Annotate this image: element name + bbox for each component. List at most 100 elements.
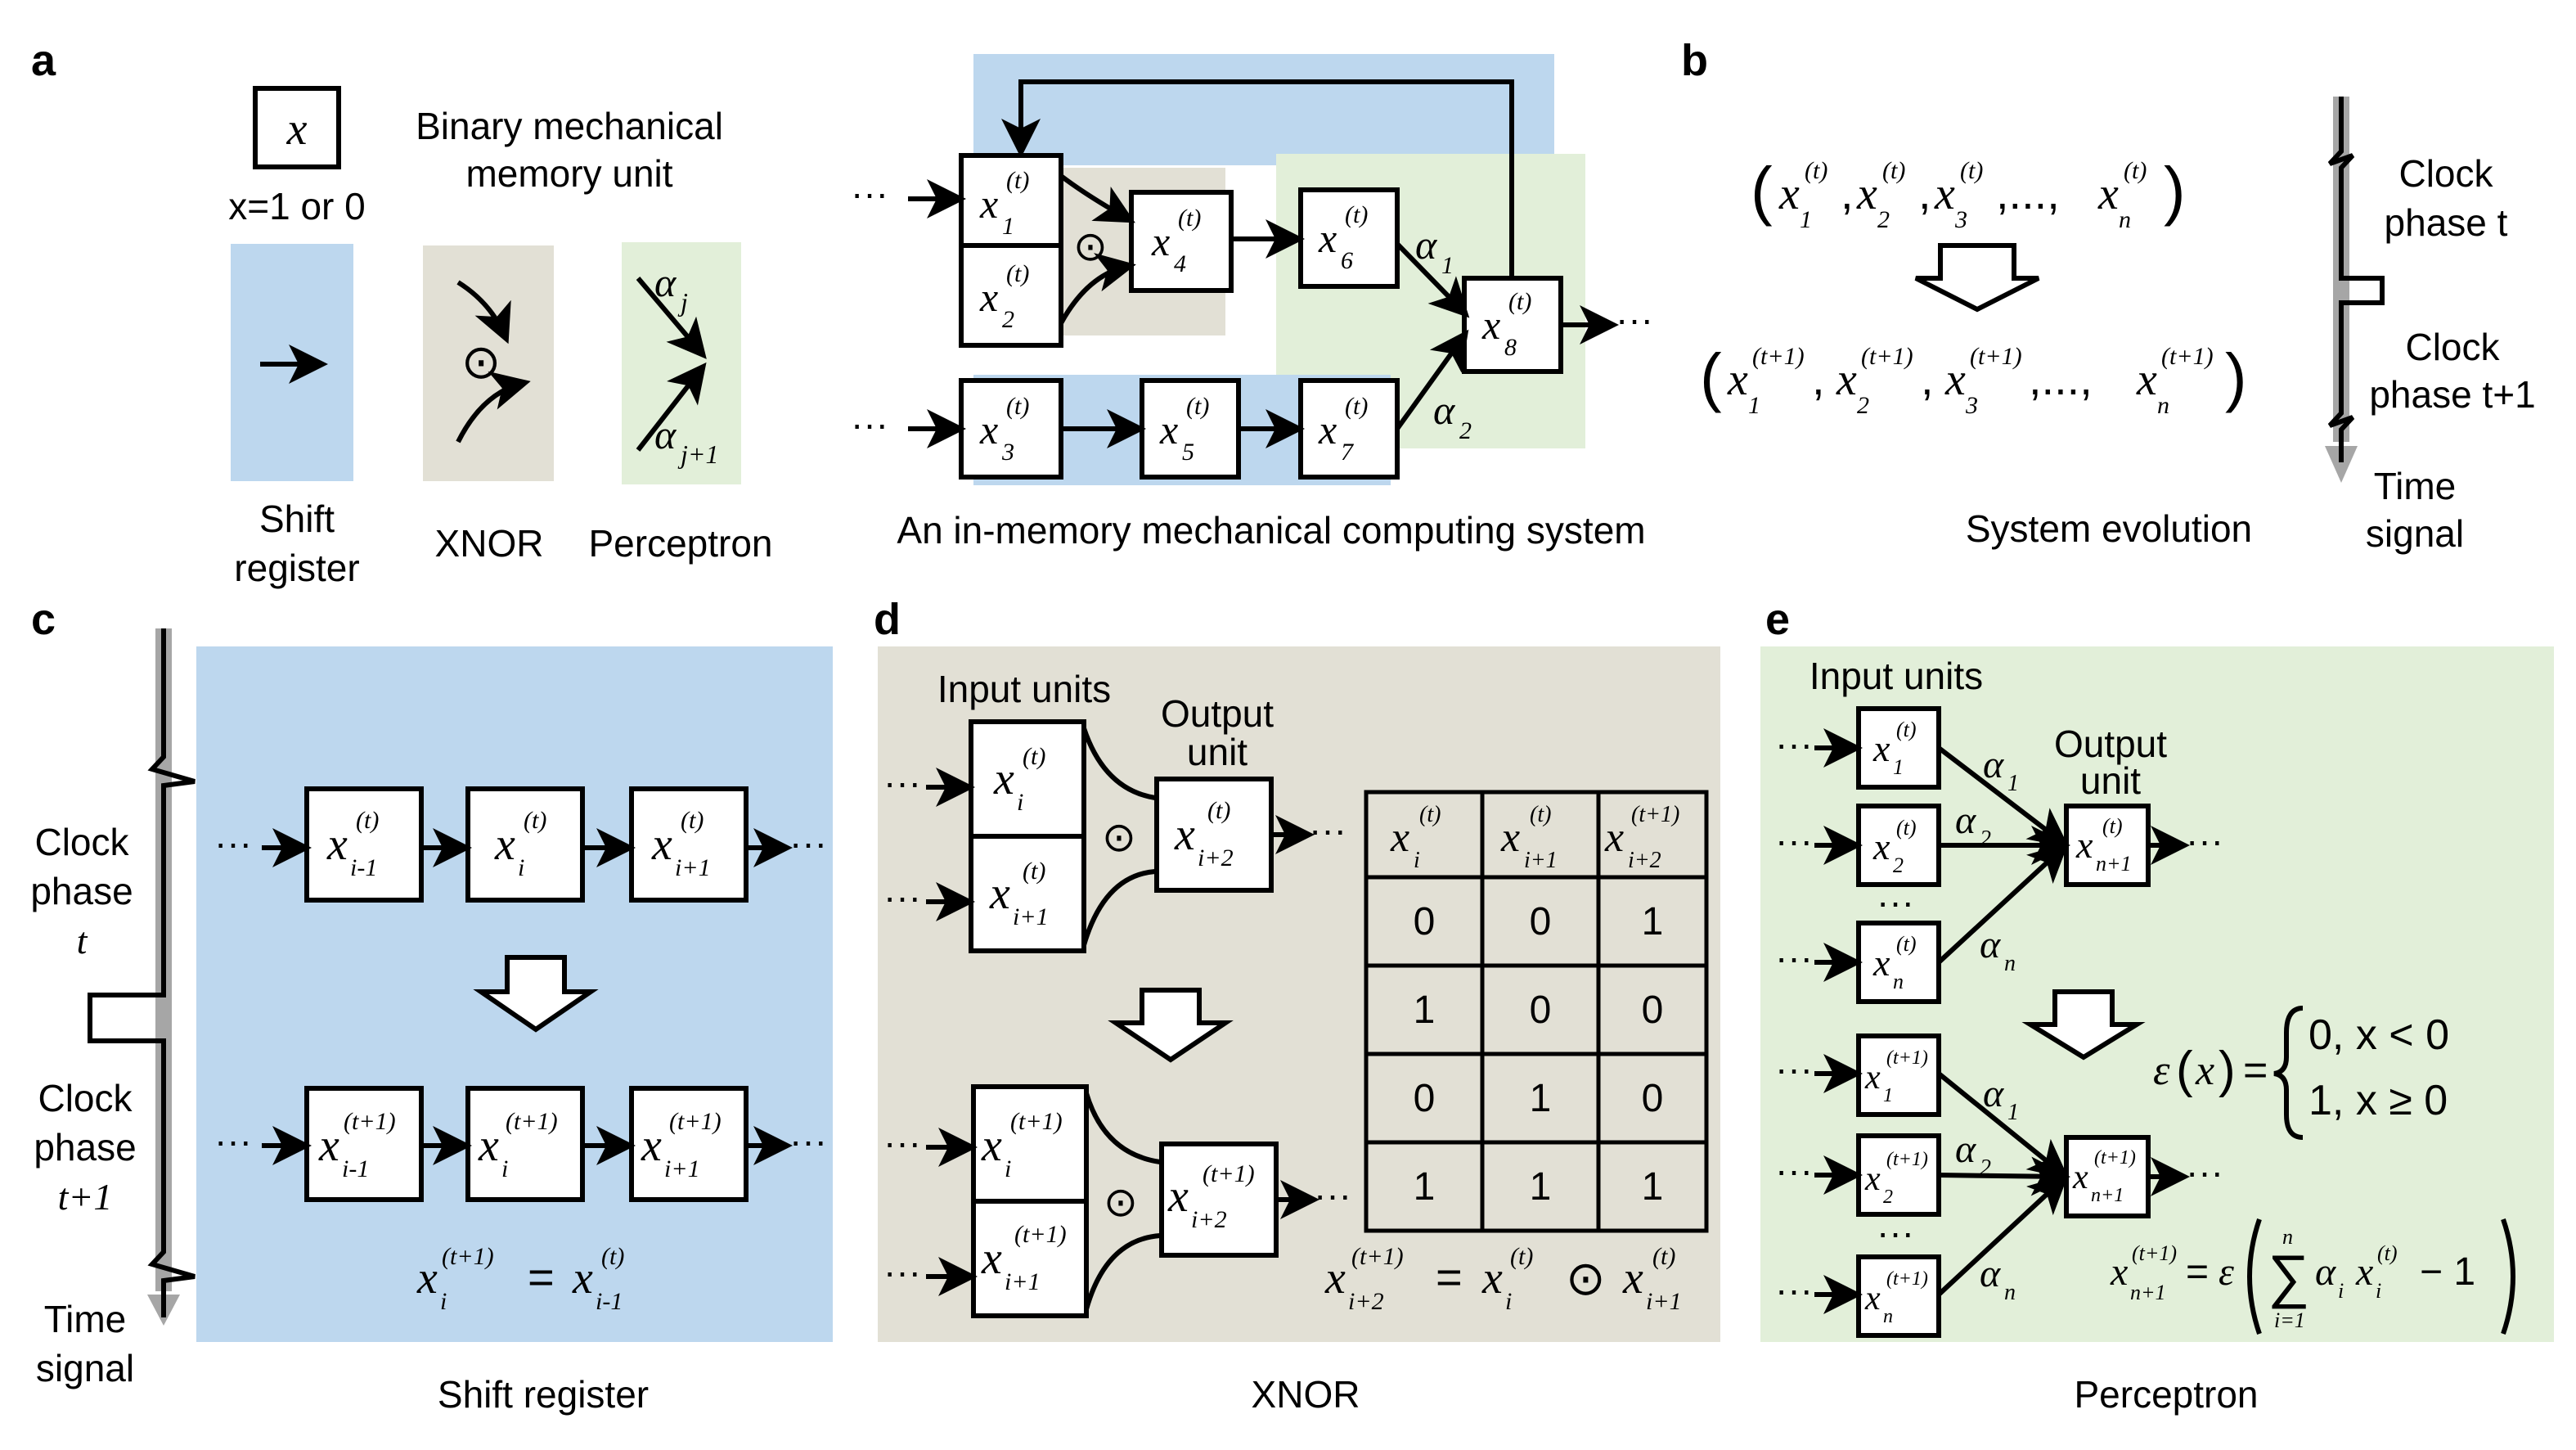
tt-cell-value: 0: [1414, 900, 1436, 943]
c-sub-im1-t: i-1: [350, 854, 377, 881]
d-eq-sub-ip1: i+1: [1646, 1288, 1682, 1315]
c-eq-lhs-x: x: [416, 1253, 438, 1304]
d-box-ip1-t1: [971, 1199, 1089, 1318]
legend-perceptron-arrow-top: [636, 277, 707, 359]
clock-t1-label-1: Clock: [2405, 326, 2500, 368]
e-ellipsis-in-4: ···: [1775, 1047, 1813, 1090]
comma1-t1: ,: [1812, 353, 1825, 404]
d-sub-i-t: i: [1017, 789, 1023, 816]
e-eq-x-sup: (t): [2377, 1241, 2398, 1265]
clock-t-label-2: phase t: [2385, 201, 2508, 244]
system-alpha1: α: [1415, 222, 1438, 268]
e-x2-sub-t: 2: [1893, 853, 1904, 877]
state-t-x2-sub: 2: [1877, 206, 1890, 233]
state-t-x2-sup: (t): [1882, 157, 1905, 184]
legend-alpha-j: α: [654, 259, 677, 305]
c-sup-im1-t: (t): [356, 807, 379, 834]
e-perceptron-equation: x n+1 (t+1) = ε ∑ n i=1 α i x i (t) − 1: [2110, 1218, 2515, 1335]
e-eps-case0: 0, x < 0: [2309, 1011, 2449, 1059]
c-clock-t-1: Clock: [34, 821, 129, 863]
d-equation: x i+2 (t+1) = x i (t) ⊙ x i+1 (t): [1324, 1243, 1682, 1315]
e-alphan-sub-t: n: [2004, 951, 2016, 976]
state-t1-xn: x: [2136, 354, 2157, 405]
e-evolution-arrow: [2021, 989, 2146, 1060]
d-box-ip2-t: [1154, 777, 1274, 893]
legend-sub-j: j: [677, 287, 688, 317]
c-sup-ip1-t1: (t+1): [669, 1108, 722, 1135]
state-t-xn-sup: (t): [2124, 157, 2147, 184]
d-sub-ip1-t1: i+1: [1005, 1268, 1041, 1295]
c-ellipsis-out-bottom: ···: [789, 1119, 827, 1162]
e-vertical-dots-bottom: ···: [1877, 1211, 1914, 1254]
tt-cell-value: 1: [1530, 1077, 1552, 1120]
e-ellipsis-in-2: ···: [1775, 819, 1813, 862]
node-6-sup: (t): [1345, 201, 1368, 228]
panel-label-c: c: [31, 595, 56, 644]
e-eps-brace: [2273, 1006, 2304, 1140]
c-clock-t1-1: Clock: [38, 1077, 133, 1119]
legend-xnor-arrow-bottom: [456, 371, 531, 444]
c-eq-equals: =: [528, 1251, 555, 1303]
c-x-ip1-t1: x: [641, 1120, 662, 1171]
panel-label-b: b: [1681, 36, 1708, 85]
c-x-ip1-t: x: [651, 819, 672, 870]
e-alphan-b: α: [1980, 1252, 2001, 1295]
tt-cell-value: 0: [1642, 1077, 1664, 1120]
d-eq-lhs-sup: (t+1): [1351, 1243, 1404, 1270]
e-eq-alpha: α: [2315, 1250, 2336, 1294]
paren-open-t: (: [1751, 154, 1773, 227]
legend-xnor-label: XNOR: [435, 522, 544, 565]
d-eq-sup-i: (t): [1510, 1243, 1533, 1270]
e-alpha1-sub-t: 1: [2007, 771, 2019, 796]
e-ellipsis-in-1: ···: [1775, 723, 1813, 765]
e-x2-sup-t: (t): [1896, 816, 1917, 840]
d-sup-ip2-t1: (t+1): [1203, 1160, 1255, 1187]
arrow-feedback-node8-node1: [1001, 79, 1514, 278]
d-x-i-t1: x: [981, 1120, 1002, 1171]
e-x1-sub-t: 1: [1893, 755, 1904, 779]
e-output-1: Output: [2054, 723, 2167, 765]
node-8-sup: (t): [1508, 288, 1531, 315]
c-sup-i-t: (t): [524, 807, 546, 834]
d-sup-ip2-t: (t): [1207, 797, 1230, 824]
e-eq-x: x: [2355, 1250, 2373, 1294]
legend-xnor-odot: ⊙: [461, 335, 501, 389]
memory-label-line1: Binary mechanical: [416, 105, 723, 147]
time-signal-label-2: signal: [2366, 512, 2464, 555]
arrow-node1-node4: [1059, 173, 1135, 223]
paren-close-t1: ): [2225, 340, 2247, 413]
tt-h-x-ip1: x: [1500, 814, 1520, 861]
e-eps-case1: 1, x ≥ 0: [2309, 1077, 2448, 1124]
d-sub-ip2-t1: i+2: [1191, 1206, 1227, 1233]
d-box-ip2-t1: [1159, 1142, 1279, 1258]
d-x-ip1-t: x: [989, 868, 1010, 919]
e-alpha2-b: α: [1955, 1128, 1976, 1171]
d-sup-ip1-t: (t): [1023, 858, 1045, 885]
d-ellipsis-in-4: ···: [883, 1250, 921, 1293]
time-signal-arrowhead-b: [2325, 446, 2358, 483]
state-t1-x1-sup: (t+1): [1752, 343, 1805, 370]
d-sup-ip1-t1: (t+1): [1014, 1221, 1067, 1248]
state-vector-t: ( x 1 (t) , x 2 (t) , x 3 (t) ,..., x n …: [1751, 154, 2186, 233]
e-eq-alpha-sub: i: [2338, 1279, 2344, 1303]
state-t-x3-sub: 3: [1954, 206, 1967, 233]
legend-perceptron-arrow-bottom: [636, 362, 707, 452]
d-ellipsis-out-top: ···: [1309, 808, 1346, 851]
e-eq-x-sub: i: [2376, 1279, 2381, 1303]
d-eq-lhs-sub: i+2: [1348, 1288, 1384, 1315]
e-eq-lhs-sup: (t+1): [2132, 1241, 2177, 1265]
state-t-x1-sup: (t): [1805, 157, 1827, 184]
state-t-x1-sub: 1: [1800, 206, 1812, 233]
node-2-sub: 2: [1002, 306, 1014, 333]
c-time-1: Time: [44, 1298, 127, 1340]
d-output-1: Output: [1161, 692, 1274, 735]
d-arrow-top-curve-2: [1084, 1092, 1161, 1164]
legend-alpha-j1: α: [654, 412, 677, 457]
d-ellipsis-out-bottom: ···: [1314, 1173, 1351, 1216]
e-xn-t1: x: [1864, 1280, 1881, 1317]
e-alpha1-sub-b: 1: [2007, 1100, 2019, 1125]
c-sup-im1-t1: (t+1): [344, 1108, 396, 1135]
e-ellipsis-in-6: ···: [1775, 1268, 1813, 1311]
e-eps-paren-close: ): [2219, 1042, 2236, 1098]
